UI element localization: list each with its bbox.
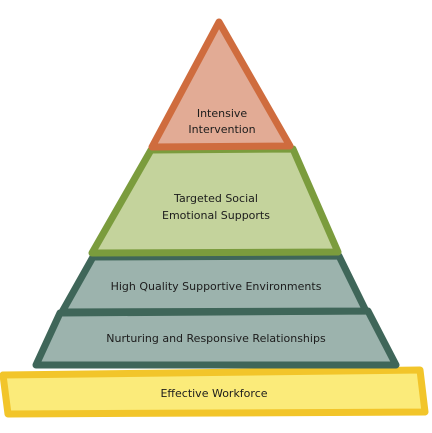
tier-intensive-intervention-shape bbox=[148, 18, 294, 151]
tier-nurturing-relationships: Nurturing and Responsive Relationships bbox=[32, 307, 400, 369]
tier-targeted-supports-label-line2: Emotional Supports bbox=[162, 209, 270, 222]
tier-intensive-intervention: Intensive Intervention bbox=[148, 18, 294, 151]
tier-effective-workforce-label: Effective Workforce bbox=[160, 387, 267, 400]
tier-effective-workforce: Effective Workforce bbox=[0, 366, 429, 418]
tier-high-quality-environments-shape bbox=[58, 252, 370, 316]
tier-intensive-intervention-label-line2: Intervention bbox=[188, 123, 255, 136]
tier-targeted-supports-label-line1: Targeted Social bbox=[173, 192, 258, 205]
tier-effective-workforce-shape bbox=[0, 366, 429, 418]
tier-high-quality-environments-label: High Quality Supportive Environments bbox=[111, 280, 322, 293]
tier-nurturing-relationships-label: Nurturing and Responsive Relationships bbox=[106, 332, 326, 345]
tier-high-quality-environments: High Quality Supportive Environments bbox=[58, 252, 370, 316]
tier-targeted-supports: Targeted Social Emotional Supports bbox=[88, 145, 342, 257]
tier-intensive-intervention-label-line1: Intensive bbox=[197, 107, 248, 120]
